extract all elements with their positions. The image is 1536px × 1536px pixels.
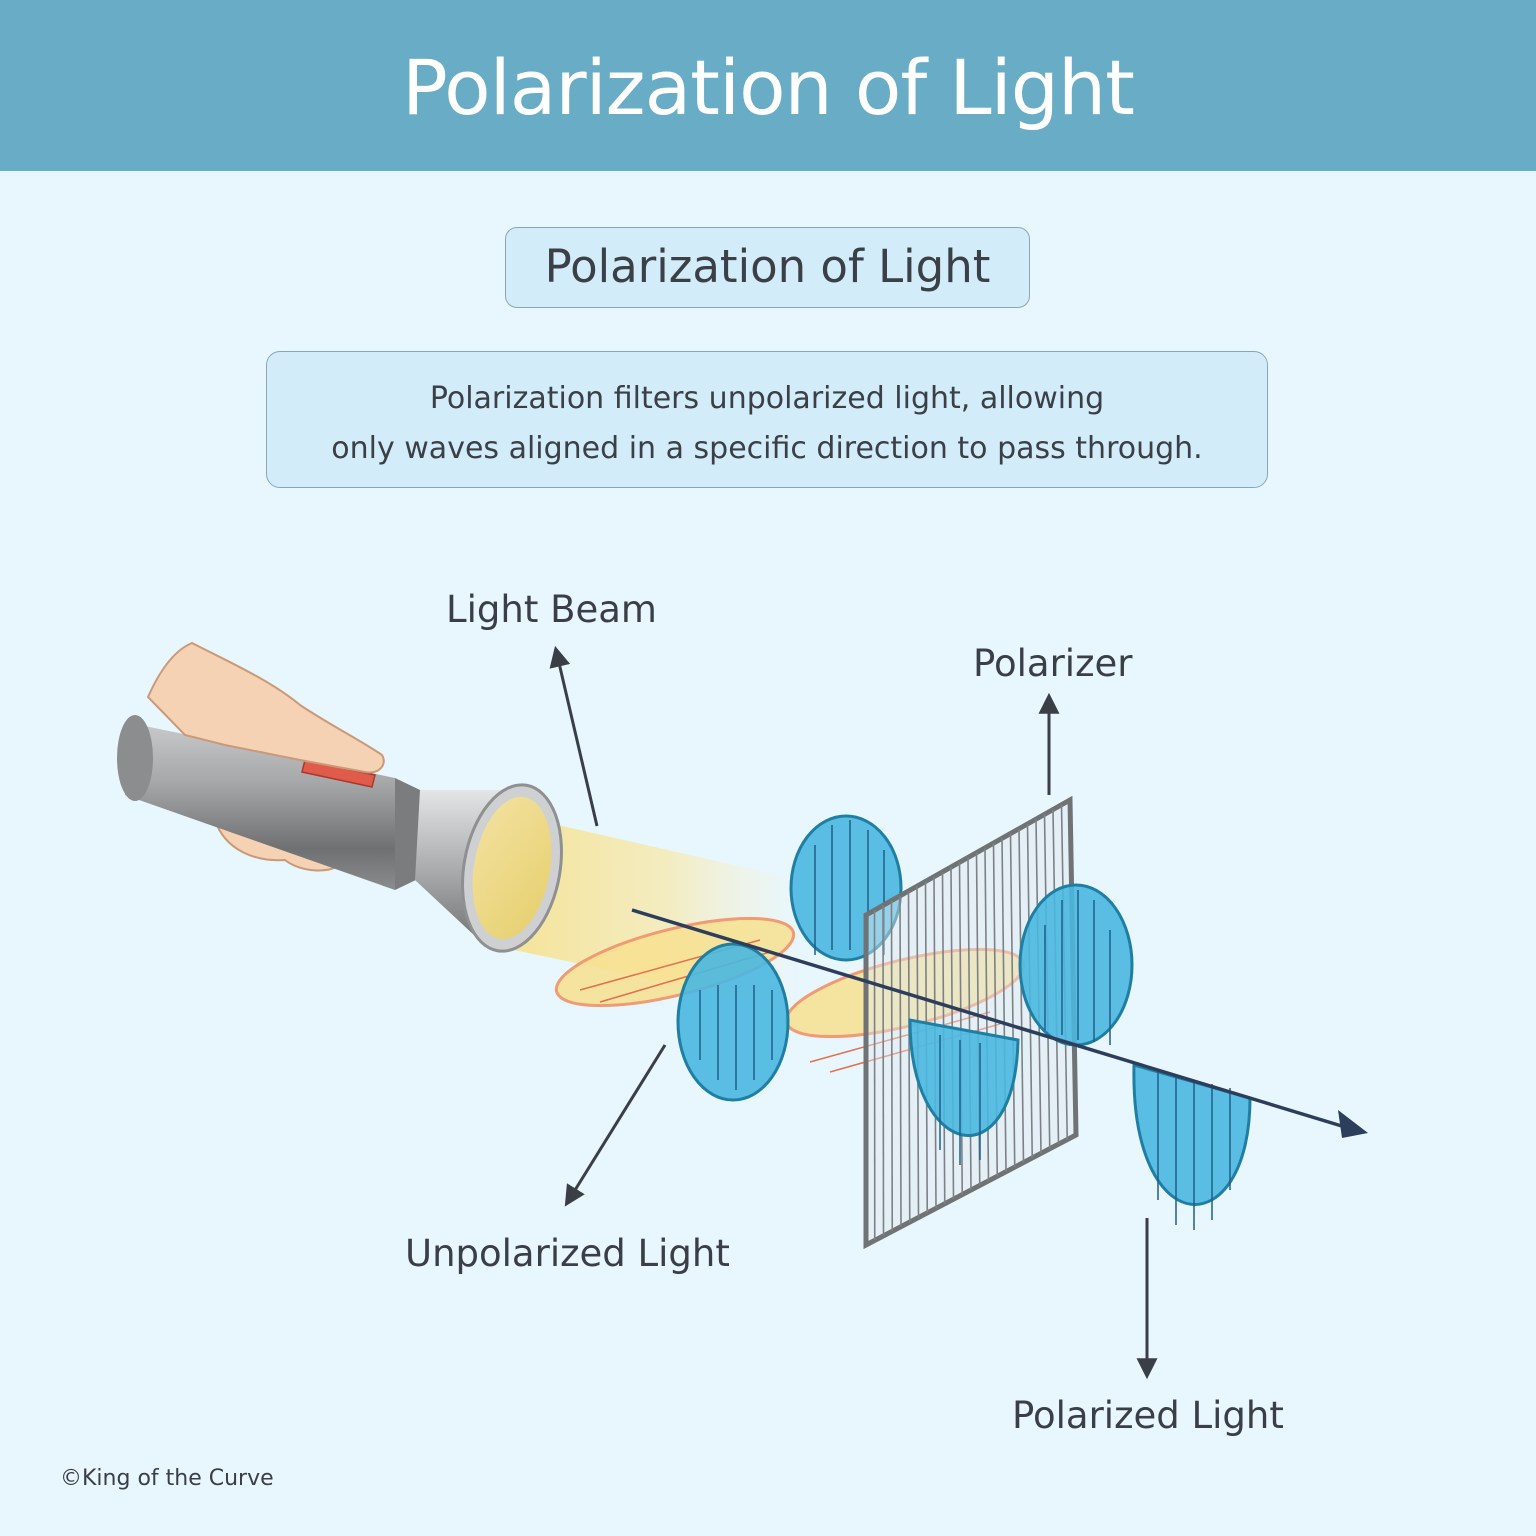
polarized-light-label: Polarized Light <box>1012 1394 1284 1437</box>
polarizer-plate <box>863 795 1079 1250</box>
flashlight-illustration <box>117 641 563 953</box>
vertical-wave-unpolarized <box>676 814 903 1102</box>
description-line-2: only waves aligned in a specific directi… <box>331 431 1203 466</box>
polarizer-slit <box>899 895 902 1227</box>
header-banner: Polarization of Light <box>0 0 1536 171</box>
polarizer-slit <box>882 905 885 1236</box>
unpolarized-light-pointer <box>564 1044 667 1207</box>
propagation-axis <box>631 908 1346 1129</box>
polarizer-slit <box>907 891 911 1223</box>
polarizer-slit <box>1009 833 1016 1168</box>
subtitle-box: Polarization of Light <box>505 227 1030 308</box>
light-beam-label: Light Beam <box>446 588 657 631</box>
propagation-arrowhead <box>1338 1110 1368 1138</box>
polarizer-slit <box>1018 828 1025 1163</box>
copyright-notice: ©King of the Curve <box>60 1466 274 1491</box>
description-box: Polarization filters unpolarized light, … <box>266 351 1268 488</box>
polarizer-slit <box>1001 838 1007 1172</box>
vertical-wave-polarized-arrows <box>939 890 1231 1230</box>
unpolarized-light-label: Unpolarized Light <box>405 1232 730 1275</box>
description-line-1: Polarization filters unpolarized light, … <box>429 381 1105 416</box>
polarizer-slit <box>890 900 894 1232</box>
page-title: Polarization of Light <box>402 43 1135 132</box>
polarizer-label: Polarizer <box>973 642 1133 685</box>
light-beam-pointer <box>549 645 599 827</box>
